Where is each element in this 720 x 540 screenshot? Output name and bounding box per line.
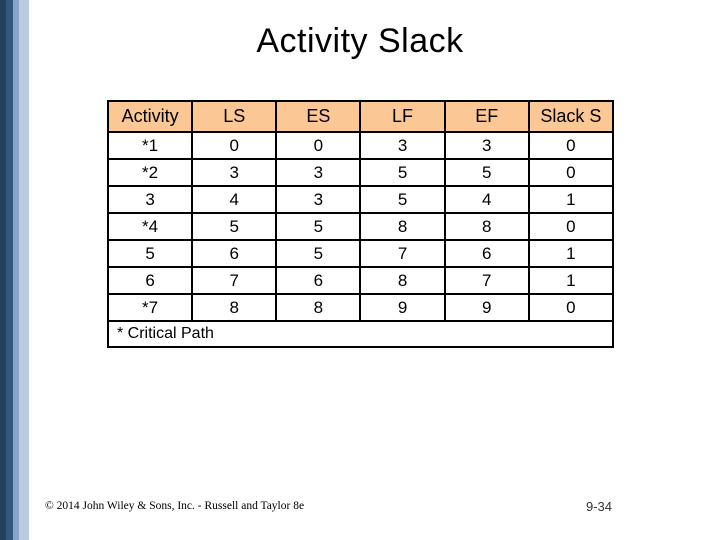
accent-stripe-1: [0, 0, 6, 540]
table-cell: 0: [527, 158, 615, 187]
table-cell: 8: [275, 293, 362, 322]
table-cell: 5: [275, 239, 362, 268]
activity-slack-table-container: Activity LS ES LF EF Slack S *1 0 0 3 3 …: [106, 100, 615, 348]
table-row: 6 7 6 8 7 1: [106, 266, 615, 295]
table-cell: *1: [106, 131, 194, 160]
table-cell: 6: [275, 266, 362, 295]
table-cell: 5: [191, 212, 278, 241]
table-cell: 8: [443, 212, 530, 241]
accent-stripe-2: [6, 0, 13, 540]
table-cell: *7: [106, 293, 194, 322]
table-cell: 0: [527, 131, 615, 160]
critical-path-footnote: * Critical Path: [107, 320, 614, 348]
table-cell: 1: [527, 185, 615, 214]
table-cell: 5: [359, 185, 446, 214]
table-row: *4 5 5 8 8 0: [106, 212, 615, 241]
slide-title: Activity Slack: [256, 22, 464, 60]
table-cell: 4: [191, 185, 278, 214]
table-cell: 5: [275, 212, 362, 241]
page-number: 9-34: [586, 499, 613, 514]
table-cell: 6: [443, 239, 530, 268]
column-header-activity: Activity: [106, 100, 194, 133]
table-cell: 0: [275, 131, 362, 160]
accent-stripe-4: [19, 0, 29, 540]
table-footnote-row: * Critical Path: [107, 320, 614, 348]
table-cell: 3: [191, 158, 278, 187]
table-cell: 3: [443, 131, 530, 160]
table-cell: 3: [275, 185, 362, 214]
table-cell: *2: [106, 158, 194, 187]
table-cell: 9: [359, 293, 446, 322]
table-cell: 0: [191, 131, 278, 160]
table-header-row: Activity LS ES LF EF Slack S: [106, 100, 615, 133]
table-cell: 5: [443, 158, 530, 187]
table-cell: 0: [527, 212, 615, 241]
table-cell: 3: [106, 185, 194, 214]
table-row: *1 0 0 3 3 0: [106, 131, 615, 160]
table-cell: 7: [191, 266, 278, 295]
column-header-slack: Slack S: [527, 100, 615, 133]
table-cell: 1: [527, 239, 615, 268]
sidebar-accent-bar: [0, 0, 29, 540]
table-cell: 6: [191, 239, 278, 268]
column-header-lf: LF: [359, 100, 446, 133]
table-cell: 8: [359, 266, 446, 295]
table-cell: 3: [275, 158, 362, 187]
table-cell: 1: [527, 266, 615, 295]
activity-slack-table: Activity LS ES LF EF Slack S *1 0 0 3 3 …: [106, 100, 615, 348]
table-cell: 0: [527, 293, 615, 322]
table-cell: 8: [191, 293, 278, 322]
table-cell: 5: [106, 239, 194, 268]
table-cell: 6: [106, 266, 194, 295]
table-cell: 9: [443, 293, 530, 322]
column-header-ef: EF: [443, 100, 530, 133]
table-cell: 5: [359, 158, 446, 187]
accent-stripe-3: [13, 0, 19, 540]
table-row: *2 3 3 5 5 0: [106, 158, 615, 187]
table-cell: 4: [443, 185, 530, 214]
table-row: 3 4 3 5 4 1: [106, 185, 615, 214]
table-cell: 8: [359, 212, 446, 241]
table-row: 5 6 5 7 6 1: [106, 239, 615, 268]
table-cell: 7: [359, 239, 446, 268]
table-cell: 7: [443, 266, 530, 295]
copyright-text: © 2014 John Wiley & Sons, Inc. - Russell…: [45, 500, 305, 512]
column-header-es: ES: [275, 100, 362, 133]
table-row: *7 8 8 9 9 0: [106, 293, 615, 322]
column-header-ls: LS: [191, 100, 278, 133]
table-cell: 3: [359, 131, 446, 160]
table-cell: *4: [106, 212, 194, 241]
